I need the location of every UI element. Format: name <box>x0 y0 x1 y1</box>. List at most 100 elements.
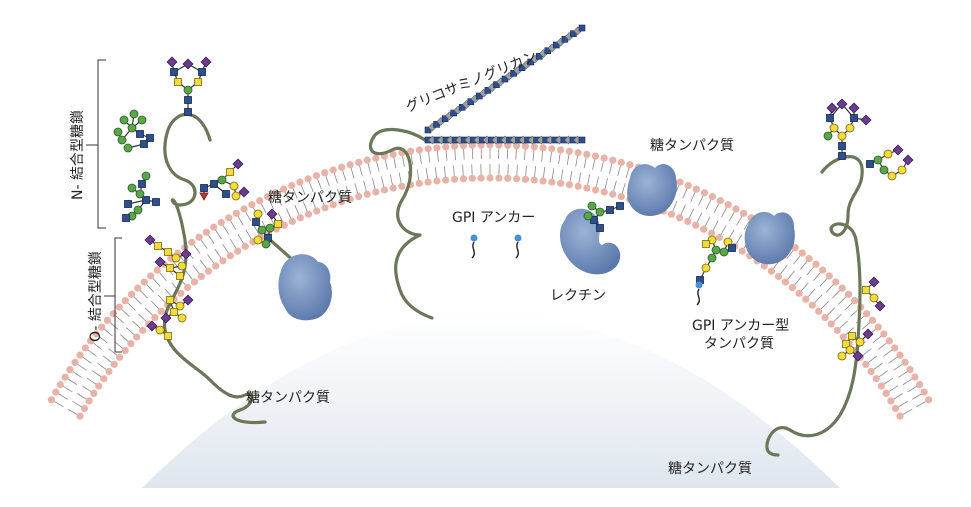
lipid-head <box>781 278 790 286</box>
lipid-head <box>204 267 213 275</box>
lipid-head <box>288 217 296 226</box>
lipid-head <box>825 272 833 280</box>
lipid-head <box>296 214 304 222</box>
lipid-head <box>548 145 556 153</box>
lipid-head <box>724 201 732 209</box>
label-glycoprotein-upper-right: 糖タンパク質 <box>650 138 734 154</box>
lipid-head <box>819 266 827 274</box>
lipid-head <box>433 144 441 152</box>
cell-interior <box>142 315 840 488</box>
lipid-head <box>280 185 288 193</box>
lipid-head <box>157 307 165 315</box>
gag-core-chain <box>369 127 434 320</box>
label-glycoprotein-upper-left: 糖タンパク質 <box>268 190 352 206</box>
lipid-head <box>851 297 859 305</box>
lipid-head <box>184 283 192 292</box>
lipid-head <box>127 340 135 348</box>
lipid-head <box>676 214 684 222</box>
lipid-head <box>868 316 877 324</box>
lipid-head <box>134 284 142 292</box>
lipid-head <box>906 366 914 374</box>
lipid-head <box>832 278 840 286</box>
lipid-head <box>346 195 354 203</box>
lipid-head <box>355 193 363 201</box>
lipid-head <box>81 344 89 352</box>
lipid-head <box>700 225 708 233</box>
lipid-head <box>844 290 853 298</box>
lipid-head <box>827 320 835 328</box>
lipid-head <box>87 337 95 345</box>
protein-soluble <box>627 164 677 217</box>
lipid-head <box>61 373 69 381</box>
gpi-anchor-icon <box>470 234 478 259</box>
lipid-head <box>738 247 746 255</box>
lipid-head <box>109 310 117 318</box>
lipid-head <box>90 389 98 398</box>
label-n-glycan: N- 結合型糖鎖 <box>70 110 86 200</box>
lipid-head <box>774 272 783 281</box>
glycan-tree <box>823 98 872 160</box>
lipid-head <box>363 190 371 198</box>
lipid-head <box>468 174 476 182</box>
lipid-head <box>321 204 329 212</box>
lipid-head <box>891 344 899 352</box>
lipid-head <box>504 174 512 182</box>
lipid-head <box>716 196 724 205</box>
lipid-head <box>271 189 280 197</box>
lipid-head <box>133 333 141 341</box>
protein-glycoprotein-membrane <box>278 254 332 321</box>
label-glycoprotein-lower-left: 糖タンパク質 <box>246 390 330 406</box>
lipid-head <box>415 179 423 187</box>
lipid-head <box>52 388 60 396</box>
lipid-head <box>338 198 346 206</box>
lipid-head <box>116 353 124 361</box>
lipid-head <box>304 175 312 183</box>
lipid-head <box>398 182 406 190</box>
lipid-head <box>583 184 591 192</box>
lipid-head <box>188 238 196 246</box>
lipid-head <box>684 181 692 190</box>
lipid-head <box>591 186 600 194</box>
lipid-head <box>862 360 870 368</box>
glycan-tree <box>113 109 154 153</box>
lipid-head <box>863 310 871 318</box>
lipid-head <box>92 330 100 338</box>
lipid-head <box>121 346 129 355</box>
glycan-trees <box>113 56 914 362</box>
lipid-head <box>212 262 220 270</box>
lipid-head <box>791 244 799 252</box>
lipid-head <box>115 303 123 311</box>
lipid-head <box>450 175 459 183</box>
lipid-head <box>103 316 112 324</box>
lipid-head <box>424 178 432 186</box>
lipid-head <box>263 193 272 201</box>
lipid-head <box>574 182 582 190</box>
lipid-head <box>692 185 700 193</box>
lipid-head <box>389 184 397 192</box>
lipid-head <box>190 278 199 286</box>
label-gpi-protein-line1: GPI アンカー型 <box>692 318 789 334</box>
lipid-head <box>151 313 159 322</box>
lipid-head <box>433 177 441 185</box>
lipid-head <box>248 201 256 209</box>
label-lectin: レクチン <box>550 288 606 304</box>
lipid-head <box>202 228 210 236</box>
lipid-head <box>812 260 820 268</box>
protein-gpi-anchored <box>744 211 795 265</box>
lipid-head <box>609 156 617 164</box>
lipid-head <box>530 143 538 151</box>
lipid-head <box>389 150 397 158</box>
lipid-head <box>240 205 248 213</box>
glycan-tree <box>146 320 172 340</box>
lipid-head <box>71 358 79 366</box>
lipid-head <box>127 290 136 298</box>
lipid-head <box>692 221 700 229</box>
lipid-head <box>707 229 716 237</box>
lipid-head <box>583 150 591 158</box>
lipid-head <box>715 233 723 242</box>
lipid-head <box>896 412 904 420</box>
lipid-head <box>788 283 796 292</box>
glycan-tree <box>154 256 187 280</box>
lipid-head <box>280 221 288 229</box>
lipid-head <box>548 178 556 186</box>
